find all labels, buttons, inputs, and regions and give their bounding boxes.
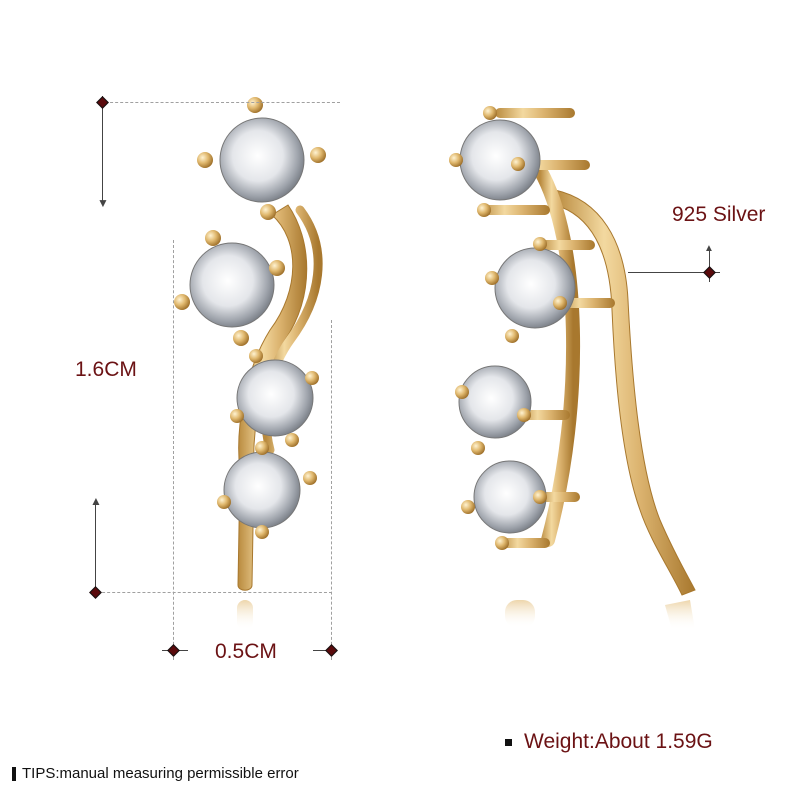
left-earring: [174, 97, 326, 630]
bar-icon: [12, 766, 16, 781]
arrow-up-icon: ▲: [90, 494, 102, 508]
arrow-up-icon: ▲: [704, 243, 714, 254]
material-pointer-line: [628, 272, 720, 273]
right-width-guide: [331, 320, 332, 660]
weight-info: Weight:About 1.59G: [505, 730, 713, 754]
bullet-icon: [505, 738, 512, 746]
tips-label: TIPS:manual measuring permissible error: [22, 765, 299, 782]
width-label: 0.5CM: [215, 640, 277, 663]
bottom-guide-line: [92, 592, 332, 593]
height-arrow-bottom: [95, 500, 96, 596]
top-guide-line: [100, 102, 340, 103]
tips-note: TIPS:manual measuring permissible error: [12, 765, 299, 782]
material-pointer-vertical: [709, 248, 710, 282]
width-arrow-right: [313, 650, 337, 651]
height-label: 1.6CM: [75, 358, 137, 381]
height-arrow-top: [102, 96, 103, 204]
right-earring: [449, 106, 696, 630]
arrow-down-icon: ▼: [97, 196, 109, 210]
material-label: 925 Silver: [672, 203, 766, 226]
weight-label: Weight:About 1.59G: [524, 730, 713, 753]
left-width-guide: [173, 240, 174, 660]
